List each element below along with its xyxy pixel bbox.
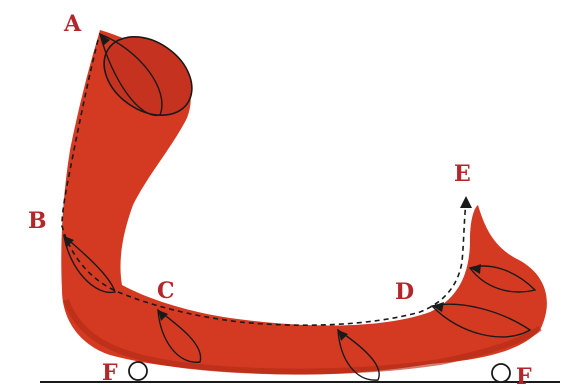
path-arrowhead: [460, 196, 472, 208]
support-right-circle: [492, 364, 510, 382]
support-left-circle: [129, 362, 147, 380]
label-f-left: F: [102, 360, 118, 386]
label-b: B: [28, 208, 47, 234]
label-f-right: F: [516, 364, 532, 390]
label-c: C: [157, 278, 175, 304]
label-d: D: [395, 279, 414, 305]
label-e: E: [454, 161, 471, 187]
label-a: A: [63, 11, 82, 37]
